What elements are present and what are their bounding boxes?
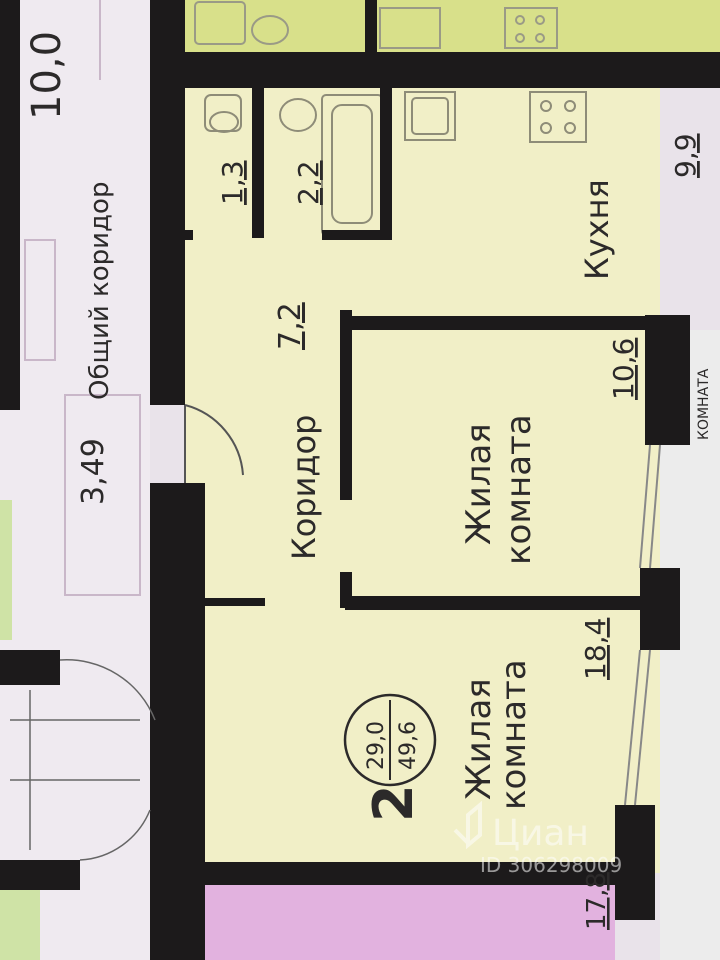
cian-logo-icon <box>453 800 482 850</box>
left-neighbor-strip <box>0 500 12 640</box>
right-neighbor-room-label: КОМНАТА <box>696 368 712 440</box>
room1-label-line2: комната <box>499 414 539 565</box>
common-corridor-area: 3,49 <box>76 438 111 505</box>
entrance-door-icon <box>184 404 244 483</box>
common-corridor-label: Общий коридор <box>85 182 115 400</box>
wall-right-3 <box>615 805 655 920</box>
room1-label-line1: Жилая <box>459 423 499 545</box>
area-circle <box>343 693 437 787</box>
common-corridor-area <box>0 0 150 960</box>
watermark-brand: Циан <box>492 813 589 854</box>
corridor-stub <box>195 598 265 606</box>
kitchen-sink-icon <box>404 91 456 141</box>
room2-label-line2: комната <box>494 659 534 810</box>
stair-door-icon <box>10 659 156 861</box>
total-area: 49,6 <box>396 721 421 770</box>
bottom-neighbor-apartment <box>205 885 615 960</box>
room1-area: 10,6 <box>607 338 640 400</box>
room2-label-line1: Жилая <box>459 678 499 800</box>
apartment-badge: 2 29,0 49,6 <box>343 693 437 822</box>
partition-room-room <box>345 596 640 610</box>
watermark-id: ID 306298009 <box>480 853 622 877</box>
bath-area: 2,2 <box>292 160 325 205</box>
wall-right-2 <box>640 568 680 650</box>
sink-icon <box>279 98 317 132</box>
room2-area: 18,4 <box>579 618 612 680</box>
apartment-fixtures <box>204 91 587 236</box>
top-neighbor-fixtures <box>194 1 558 49</box>
kitchen-area: 9,9 <box>669 133 702 178</box>
watermark: Циан ID 306298009 <box>453 800 622 877</box>
wall-wc <box>252 88 264 238</box>
left-neighbor-strip-bottom <box>0 890 40 960</box>
wall-bath-bottom <box>322 230 392 240</box>
kitchen-label: Кухня <box>578 179 616 280</box>
windows <box>624 444 661 806</box>
corridor-area: 7,2 <box>273 302 308 350</box>
apartment-floor <box>185 88 660 873</box>
corridor-label: Коридор <box>285 415 323 560</box>
stove-icon <box>529 91 587 143</box>
wall-bottom <box>185 862 615 885</box>
wall-bath <box>380 88 392 238</box>
wall-left-lower <box>150 483 205 960</box>
wall-top <box>185 52 720 88</box>
living-area: 29,0 <box>364 721 389 770</box>
partition-corridor-upper <box>340 310 352 500</box>
wc-area: 1,3 <box>216 160 249 205</box>
top-partial-number: 10,0 <box>24 31 70 120</box>
neighbor-room-area: 17,8 <box>582 872 612 930</box>
wall-left-upper <box>150 0 185 405</box>
rooms-count: 2 <box>362 784 425 822</box>
wall-right-1 <box>645 315 690 445</box>
partition-kitchen-room <box>345 316 645 330</box>
corridor-faint-lines <box>24 0 141 596</box>
